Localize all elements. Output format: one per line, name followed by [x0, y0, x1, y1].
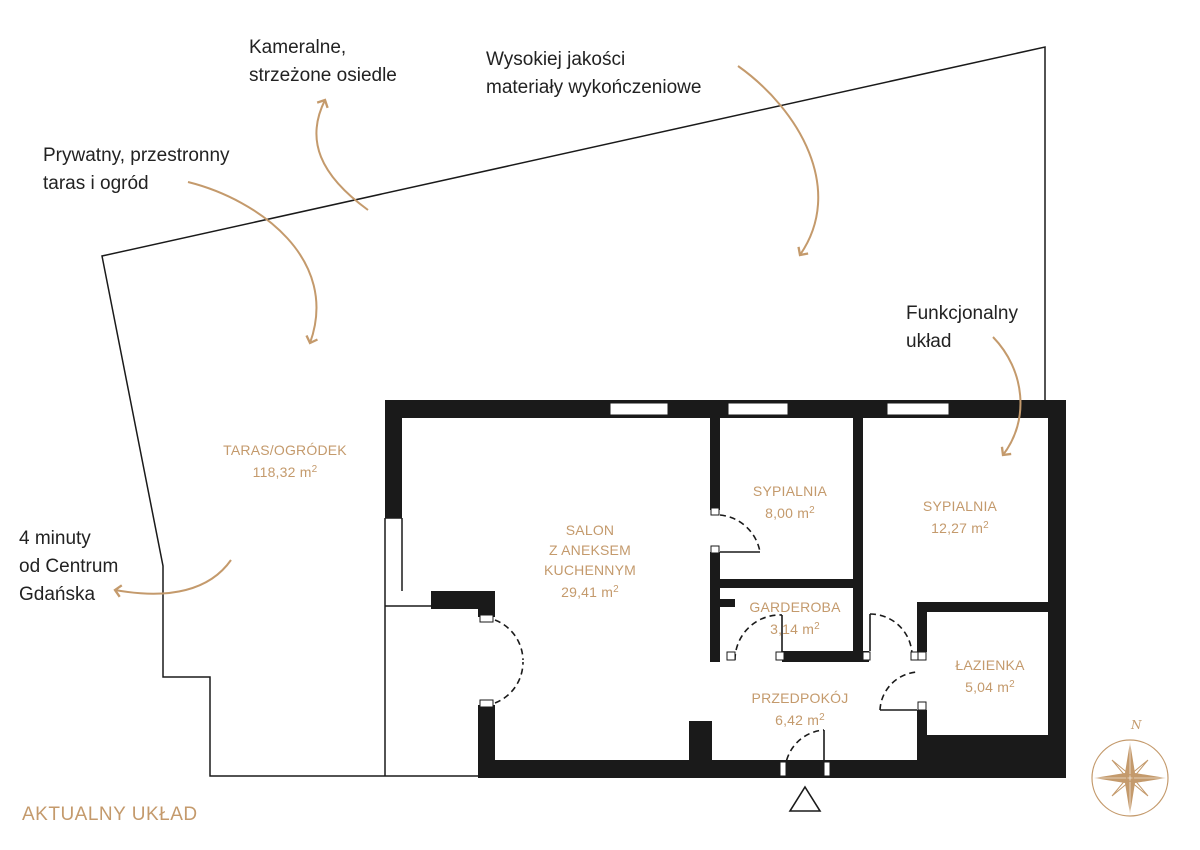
room-name: PRZEDPOKÓJ — [751, 690, 849, 706]
room-area: 12,27 m2 — [931, 520, 989, 536]
room-name: SYPIALNIA — [752, 483, 828, 499]
feature-terrace: Prywatny, przestronny taras i ogród — [43, 145, 230, 194]
windows — [609, 402, 950, 416]
room-name: GARDEROBA — [749, 599, 841, 615]
room-przedpokoj: PRZEDPOKÓJ 6,42 m2 — [735, 688, 865, 730]
room-area: 118,32 m2 — [252, 464, 318, 480]
entrance-arrow-icon — [788, 785, 822, 812]
layout-caption: AKTUALNY UKŁAD — [22, 804, 198, 825]
walls — [385, 400, 1066, 778]
feature-estate: Kameralne, strzeżone osiedle — [249, 37, 397, 86]
feature-arrows — [113, 65, 1022, 598]
compass-rose-icon — [1091, 739, 1169, 817]
room-area: 3,14 m2 — [770, 621, 820, 637]
arrow-estate — [315, 98, 369, 211]
feature-materials: Wysokiej jakości materiały wykończeniowe — [486, 49, 702, 98]
room-sypialnia-2: SYPIALNIA 12,27 m2 — [900, 496, 1020, 538]
terrace-outline — [101, 46, 1046, 777]
room-name: SALON — [565, 522, 615, 538]
room-name-line-3: KUCHENNYM — [543, 562, 637, 578]
room-area: 8,00 m2 — [765, 505, 815, 521]
room-garderoba: GARDEROBA 3,14 m2 — [735, 597, 855, 639]
doors — [494, 514, 918, 771]
compass-north-label: N — [1131, 718, 1142, 732]
room-taras: TARAS/OGRÓDEK 118,32 m2 — [200, 440, 370, 482]
room-name: SYPIALNIA — [922, 498, 998, 514]
room-area: 6,42 m2 — [775, 712, 825, 728]
arrow-location — [113, 559, 232, 598]
arrow-terrace — [187, 181, 318, 345]
partition-lines — [384, 517, 478, 777]
feature-functional: Funkcjonalny układ — [906, 303, 1018, 352]
room-area: 29,41 m2 — [561, 584, 619, 600]
room-name: TARAS/OGRÓDEK — [223, 442, 347, 458]
room-name-line-2: Z ANEKSEM — [549, 542, 631, 558]
arrow-materials — [737, 65, 820, 257]
room-name: ŁAZIENKA — [955, 657, 1025, 673]
room-sypialnia-1: SYPIALNIA 8,00 m2 — [730, 481, 850, 523]
room-area: 5,04 m2 — [965, 679, 1015, 695]
feature-location: 4 minuty od Centrum Gdańska — [19, 528, 119, 605]
room-salon: SALON Z ANEKSEM KUCHENNYM 29,41 m2 — [520, 520, 660, 602]
room-lazienka: ŁAZIENKA 5,04 m2 — [930, 655, 1050, 697]
arrow-functional — [992, 336, 1022, 457]
door-jambs — [479, 507, 927, 777]
